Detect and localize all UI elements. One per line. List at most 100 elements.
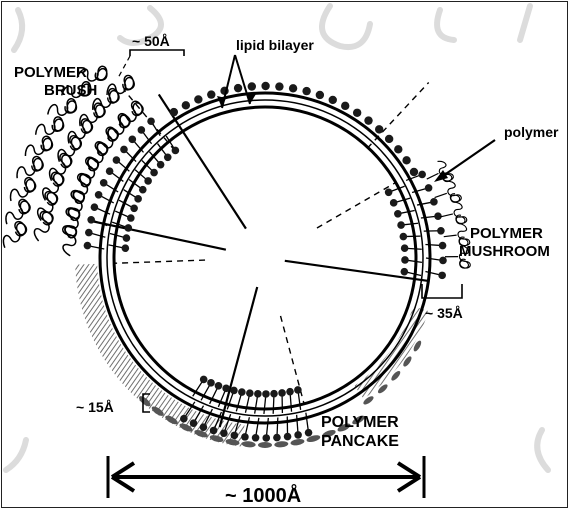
lipid-head-group	[289, 84, 297, 92]
polymer-label: polymer	[504, 124, 558, 140]
lipid-head-group	[139, 186, 147, 194]
pancake-blob	[290, 438, 305, 446]
sector-divider-dashed	[115, 260, 205, 263]
lipid-head-group	[91, 203, 99, 211]
lipid-head-group	[200, 423, 208, 431]
polymer-coil	[103, 74, 136, 98]
lipid-head-group	[329, 96, 337, 104]
lipid-head-group	[254, 390, 262, 398]
polymer-pointer	[440, 140, 495, 178]
lipid-head-group	[261, 82, 269, 90]
lipid-head-group	[144, 177, 152, 185]
lipid-bilayer-label: lipid bilayer	[236, 37, 314, 53]
lipid-head-group	[129, 136, 137, 144]
lipid-head-group	[106, 167, 114, 175]
lipid-head-group	[207, 379, 215, 387]
lipid-head-group	[425, 184, 433, 192]
lipid-head-group	[353, 109, 361, 117]
polymer-coil	[32, 190, 60, 223]
lipid-head-group	[180, 415, 188, 423]
polymer-chain	[444, 179, 462, 204]
polymer-coil	[452, 200, 468, 225]
lipid-head-group	[394, 145, 402, 153]
lipid-head-group	[438, 272, 446, 280]
polymer-coil	[37, 170, 66, 202]
lipid-head-group	[364, 116, 372, 124]
lipid-head-group	[286, 388, 294, 396]
lipid-head-group	[220, 429, 228, 437]
mushroom-tether	[435, 193, 447, 197]
lipid-head-group	[439, 257, 447, 265]
lipid-head-group	[248, 82, 256, 90]
lipid-head-group	[120, 146, 128, 154]
lipid-head-group	[434, 212, 442, 220]
sector-divider-dashed	[367, 82, 428, 148]
lipid-head-group	[437, 227, 445, 235]
lipid-head-group	[284, 433, 292, 441]
lipid-head-group	[157, 161, 165, 169]
lipid-head-group	[401, 256, 409, 264]
mushroom-tether	[427, 173, 439, 179]
arrowhead	[217, 96, 226, 108]
polymer-chain	[452, 200, 468, 225]
lipid-head-group	[390, 199, 398, 207]
polymer-chain	[0, 220, 29, 251]
lipid-head-group	[124, 224, 132, 232]
polymer-chain	[69, 172, 93, 205]
lipid-head-group	[123, 234, 131, 242]
brush-width-label: ~ 50Å	[132, 33, 170, 49]
lipid-head-group	[401, 244, 409, 252]
lipid-head-group	[439, 242, 447, 250]
lipid-head-group	[164, 153, 172, 161]
lipid-head-group	[215, 382, 223, 390]
polymer-coil	[46, 98, 78, 118]
lipid-head-group	[294, 386, 302, 394]
polymer-chain	[21, 135, 54, 160]
lipid-head-group	[241, 433, 249, 441]
polymer-coil	[60, 225, 77, 256]
lipid-head-group	[150, 169, 158, 177]
polymer-chain	[32, 190, 60, 223]
arrowhead	[434, 170, 448, 182]
lipid-head-group	[262, 390, 270, 398]
lipid-head-group	[172, 147, 180, 155]
polymer-pancake-label-line1: POLYMER	[321, 414, 399, 432]
lipid-head-group	[127, 214, 135, 222]
lipid-head-group	[294, 431, 302, 439]
lipid-head-group	[375, 125, 383, 133]
lipid-head-group	[275, 82, 283, 90]
polymer-coil	[444, 179, 462, 204]
lipid-head-group	[234, 84, 242, 92]
lipid-head-group	[182, 101, 190, 109]
mushroom-tether	[444, 235, 457, 237]
lipid-head-group	[430, 198, 438, 206]
lipid-head-group	[85, 229, 93, 237]
lipid-head-group	[130, 204, 138, 212]
polymer-coil	[29, 210, 55, 243]
polymer-chain	[60, 225, 77, 256]
lipid-head-group	[385, 135, 393, 143]
polymer-coil	[32, 116, 65, 139]
polymer-mushroom-sector	[385, 158, 470, 279]
lipid-head-group	[418, 171, 426, 179]
bilayer-inner-leaflet	[114, 107, 416, 409]
lipid-head-group	[170, 108, 178, 116]
polymer-brush-label-line1: POLYMER	[14, 64, 87, 81]
lipid-head-group	[397, 221, 405, 229]
lipid-head-group	[402, 156, 410, 164]
lipid-head-group	[270, 390, 278, 398]
lipid-head-group	[200, 376, 208, 384]
lipid-head-group	[238, 388, 246, 396]
lipid-head-group	[262, 434, 270, 442]
lipid-head-group	[246, 389, 254, 397]
sector-divider-dashed	[317, 183, 395, 228]
polymer-coil	[0, 220, 29, 251]
polymer-brush-label-line2: BRUSH	[44, 82, 97, 99]
brush-width-bracket	[130, 50, 184, 56]
polymer-pancake-label-line2: PANCAKE	[321, 433, 399, 451]
lipid-head-group	[230, 387, 238, 395]
polymer-mushroom-label-line2: MUSHROOM	[459, 243, 550, 260]
lipid-head-group	[316, 91, 324, 99]
mushroom-tether	[440, 214, 453, 217]
